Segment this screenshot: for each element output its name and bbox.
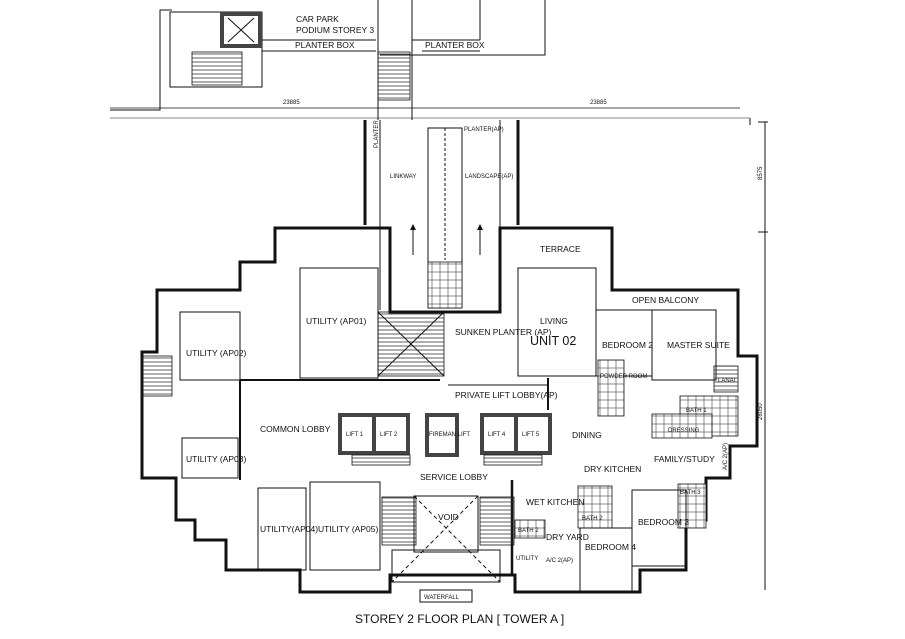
master-suite-label: MASTER SUITE (667, 340, 730, 350)
lift-4-label: LIFT 4 (488, 432, 506, 438)
bedroom2-label: BEDROOM 2 (602, 340, 653, 350)
lift-5 (514, 413, 552, 455)
linkway-label: LINKWAY (390, 174, 416, 180)
linkway (363, 120, 520, 310)
utility-label: UTILITY (516, 556, 538, 562)
dimension-top-right: 23885 (590, 100, 607, 106)
dimension-right-upper: 8575 (758, 166, 764, 180)
dressing-label: DRESSING (668, 428, 700, 434)
lift-2 (372, 413, 410, 455)
labels: CAR PARK PODIUM STOREY 3 PLANTER BOX PLA… (186, 14, 764, 626)
ac-ledge-right-label: A/C 2(AP) (723, 443, 729, 470)
living-label: LIVING (540, 316, 568, 326)
lanai (713, 365, 739, 393)
podium-storey-label: PODIUM STOREY 3 (296, 25, 374, 35)
fireman-lift-label: FIREMAN LIFT (429, 432, 470, 438)
utility-ap05-label: UTILITY (AP05) (318, 524, 378, 534)
dressing-area (651, 413, 713, 439)
powder-room-label: POWDER ROOM (600, 374, 647, 380)
dimension-right-lower: 28050 (758, 403, 764, 420)
lift-core (338, 413, 552, 466)
waterfall-label: WATERFALL (424, 595, 460, 601)
stair-right (479, 496, 515, 546)
dry-kitchen-label: DRY KITCHEN (584, 464, 641, 474)
fireman-lift (425, 413, 459, 457)
bedroom4-label: BEDROOM 4 (585, 542, 636, 552)
utility-ap03-label: UTILITY (AP03) (186, 454, 246, 464)
plan-title: STOREY 2 FLOOR PLAN [ TOWER A ] (355, 612, 564, 626)
lift-5-label: LIFT 5 (522, 432, 540, 438)
planter-box-left-label: PLANTER BOX (295, 40, 355, 50)
terrace-label: TERRACE (540, 244, 581, 254)
bath-small-label: BATH 2 (518, 528, 539, 534)
planter-label: PLANTER (374, 120, 380, 148)
podium-lift (220, 12, 262, 48)
lift-2-label: LIFT 2 (380, 432, 398, 438)
unit-label: UNIT 02 (530, 334, 576, 348)
utility-ap04-label: UTILITY(AP04) (260, 524, 318, 534)
car-park-label: CAR PARK (296, 14, 339, 24)
common-lobby-label: COMMON LOBBY (260, 424, 331, 434)
utility-ap02-label: UTILITY (AP02) (186, 348, 246, 358)
dry-yard-label: DRY YARD (546, 532, 589, 542)
family-study-label: FAMILY/STUDY (654, 454, 715, 464)
planter-box-right-label: PLANTER BOX (425, 40, 485, 50)
dimension-top-left: 23885 (283, 100, 300, 106)
lift-1 (338, 413, 376, 455)
linkway-stair (377, 51, 411, 101)
private-lift-lobby-label: PRIVATE LIFT LOBBY(AP) (455, 390, 558, 400)
dining-label: DINING (572, 430, 602, 440)
service-lobby-label: SERVICE LOBBY (420, 472, 488, 482)
landscape-ap-label: LANDSCAPE(AP) (465, 174, 513, 180)
interior-walls (141, 267, 739, 593)
lanai-label: LANAI (718, 378, 736, 384)
right-dimension (758, 121, 768, 590)
open-balcony-label: OPEN BALCONY (632, 295, 699, 305)
bath3-area (677, 483, 707, 529)
bedroom3-label: BEDROOM 3 (638, 517, 689, 527)
void-label: VOID (438, 512, 459, 522)
utility-ap01-label: UTILITY (AP01) (306, 316, 366, 326)
stair-left (381, 496, 417, 546)
bath1-label: BATH 1 (686, 408, 707, 414)
lift-1-label: LIFT 1 (346, 432, 364, 438)
podium-stair (191, 51, 243, 86)
planter-ap-label: PLANTER(AP) (464, 127, 504, 133)
lift-4 (480, 413, 518, 455)
ac-ledge-label: A/C 2(AP) (546, 558, 573, 564)
bath2-area (577, 485, 613, 529)
podium-area (110, 0, 751, 125)
sunken-planter-label: SUNKEN PLANTER (AP) (455, 327, 552, 337)
bath2-label: BATH 2 (582, 516, 603, 522)
void-core (381, 495, 515, 603)
powder-room (597, 359, 625, 417)
wet-kitchen-label: WET KITCHEN (526, 497, 584, 507)
bath3-label: BATH 3 (680, 490, 701, 496)
